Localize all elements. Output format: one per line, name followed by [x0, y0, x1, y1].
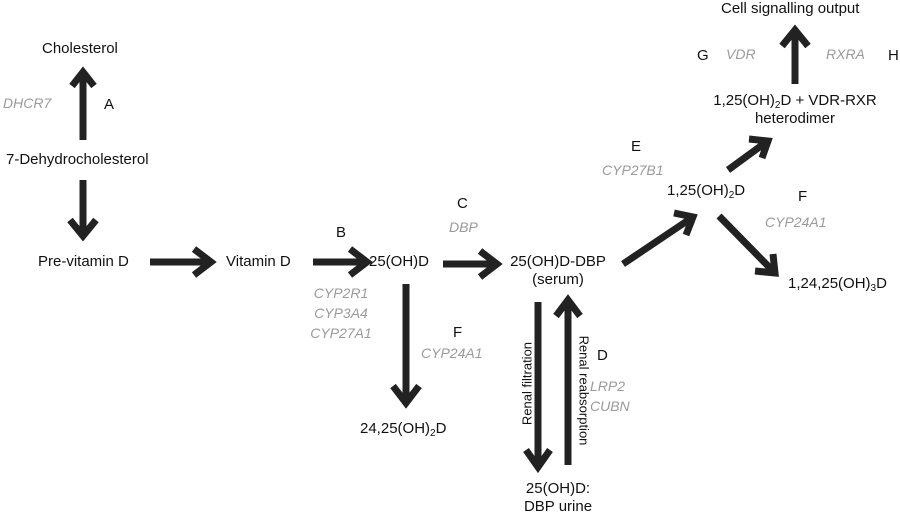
- enzyme-cyp24a1-left: CYP24A1: [421, 345, 483, 361]
- step-label-g: G: [697, 47, 709, 64]
- enzyme-cyp2r1: CYP2R1: [313, 285, 369, 301]
- node-vitamin-d: Vitamin D: [226, 253, 291, 270]
- step-label-f-left: F: [453, 324, 463, 341]
- node-complex-line1: 1,25(OH)2D + VDR-RXR: [690, 92, 900, 111]
- node-complex-sub: 2: [774, 100, 781, 111]
- arrow-renal-reabsorption: [553, 294, 583, 465]
- label-renal-filtration: Renal filtration: [519, 341, 535, 426]
- arrow-previtamin-to-vitamin: [150, 246, 217, 278]
- arrow-dhc-to-cholesterol: [69, 66, 97, 140]
- node-25ohd-dbp-line1: 25(OH)D-DBP: [510, 253, 606, 270]
- enzyme-cyp27a1: CYP27A1: [310, 325, 372, 341]
- arrow-125-to-complex: [725, 135, 773, 173]
- step-label-c: C: [457, 195, 468, 212]
- node-25ohd: 25(OH)D: [369, 253, 430, 270]
- arrow-25ohd-to-dbp: [443, 248, 503, 280]
- node-24-25-oh2d: 24,25(OH)2D: [360, 420, 447, 439]
- node-complex-suffix: D + VDR-RXR: [780, 92, 877, 109]
- enzyme-cyp24a1-right: CYP24A1: [765, 214, 827, 230]
- node-1-25-oh2d: 1,25(OH)2D: [667, 182, 746, 201]
- node-cholesterol: Cholesterol: [42, 40, 118, 57]
- node-25ohd-dbp-line2: (serum): [532, 271, 584, 288]
- enzyme-lrp2: LRP2: [590, 378, 626, 394]
- node-urine-line2: DBP urine: [523, 498, 593, 515]
- step-label-a: A: [104, 96, 115, 113]
- arrow-renal-filtration: [523, 302, 553, 474]
- label-renal-reabsorption: Renal reabsorption: [576, 335, 592, 446]
- node-24-25-suffix: D: [435, 420, 447, 437]
- step-label-f-right: F: [798, 188, 808, 205]
- node-1-25-text: 1,25(OH): [667, 182, 729, 199]
- node-1-24-25-suffix: D: [876, 275, 887, 292]
- enzyme-dbp: DBP: [449, 219, 478, 235]
- node-25ohd-dbp-urine: 25(OH)D: DBP urine: [498, 480, 618, 516]
- node-1-24-25-oh3d: 1,24,25(OH)3D: [788, 275, 887, 294]
- arrow-25ohd-to-2425: [390, 284, 422, 409]
- arrow-dbp-to-125: [621, 209, 698, 267]
- enzyme-group-25-hydroxylases: CYP2R1 CYP3A4 CYP27A1: [296, 283, 386, 343]
- arrow-complex-to-output: [779, 24, 811, 84]
- node-complex-line2: heterodimer: [754, 110, 836, 127]
- node-1-24-25-sub: 3: [870, 283, 877, 294]
- enzyme-vdr: VDR: [726, 46, 756, 62]
- enzyme-rxra: RXRA: [826, 46, 865, 62]
- node-24-25-text: 24,25(OH): [360, 420, 431, 437]
- node-1-25-suffix: D: [734, 182, 746, 199]
- step-label-d: D: [597, 347, 608, 364]
- arrow-vitamin-to-25ohd: [313, 246, 373, 278]
- enzyme-dhcr7: DHCR7: [3, 95, 52, 111]
- enzyme-cubn: CUBN: [590, 398, 630, 414]
- arrow-125-to-12425: [716, 213, 779, 277]
- node-previtamin-d: Pre-vitamin D: [38, 253, 129, 270]
- arrow-dhc-to-previtamin: [67, 180, 99, 242]
- node-vdr-rxr-complex: 1,25(OH)2D + VDR-RXR heterodimer: [690, 92, 900, 128]
- step-label-e: E: [631, 138, 642, 155]
- node-cell-signalling-output: Cell signalling output: [721, 0, 860, 17]
- step-label-b: B: [336, 224, 347, 241]
- node-7-dehydrocholesterol: 7-Dehydrocholesterol: [6, 151, 149, 168]
- node-24-25-sub: 2: [430, 428, 436, 439]
- node-1-24-25-text: 1,24,25(OH): [788, 275, 871, 292]
- enzyme-cyp27b1: CYP27B1: [602, 162, 664, 178]
- step-label-h: H: [888, 47, 899, 64]
- node-1-25-sub: 2: [728, 190, 735, 201]
- node-urine-line1: 25(OH)D:: [525, 480, 591, 497]
- node-complex-text: 1,25(OH): [713, 92, 775, 109]
- enzyme-cyp3a4: CYP3A4: [314, 305, 368, 321]
- node-25ohd-dbp-serum: 25(OH)D-DBP (serum): [498, 253, 618, 289]
